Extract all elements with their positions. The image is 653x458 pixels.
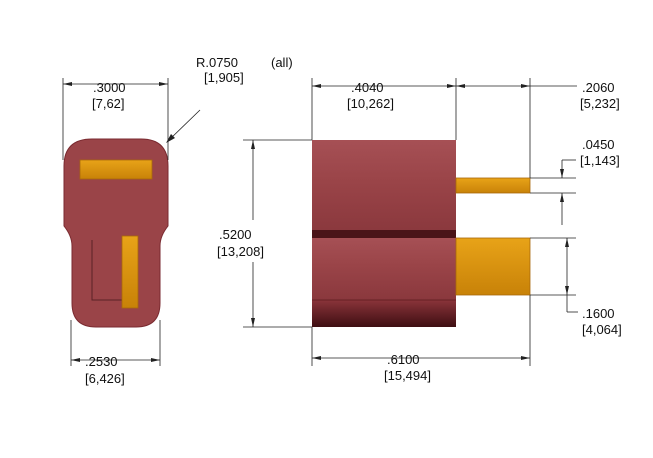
side-view-housing-upper (312, 140, 456, 233)
side-view-housing-base (312, 300, 456, 327)
dim-radius-mm: [1,905] (204, 70, 244, 85)
dim-radius-note: (all) (271, 55, 293, 70)
dimension-lines (62, 78, 578, 366)
front-view (63, 138, 169, 328)
dim-side-height-inch: .5200 (219, 227, 252, 242)
side-view (312, 140, 531, 327)
dim-front-width-bottom-mm: [6,426] (85, 371, 125, 386)
dim-side-height-mm: [13,208] (217, 244, 264, 259)
dim-overall-length-mm: [15,494] (384, 368, 431, 383)
dim-pin-thickness-mm: [1,143] (580, 153, 620, 168)
dim-side-length-body-mm: [10,262] (347, 96, 394, 111)
dim-side-length-body-inch: .4040 (351, 80, 384, 95)
side-view-housing-lower (312, 238, 456, 300)
front-view-housing (63, 138, 169, 328)
dim-front-width-top-inch: .3000 (93, 80, 126, 95)
dim-front-width-top-mm: [7,62] (92, 96, 125, 111)
dim-overall-length-inch: .6100 (387, 352, 420, 367)
front-view-inner-outline (91, 240, 122, 301)
dim-side-pin-length-inch: .2060 (582, 80, 615, 95)
dim-pin-width-mm: [4,064] (582, 322, 622, 337)
front-view-side-contact-slot (121, 235, 139, 309)
dim-pin-thickness-inch: .0450 (582, 137, 615, 152)
dim-front-width-bottom-inch: .2530 (85, 354, 118, 369)
side-view-seam (312, 230, 456, 238)
side-view-bottom-pin (455, 237, 531, 296)
dim-pin-width-inch: .1600 (582, 306, 615, 321)
dimension-labels: R.0750 (all) [1,905] .3000 [7,62] .4040 … (85, 55, 622, 386)
dim-side-pin-length-mm: [5,232] (580, 96, 620, 111)
dim-radius-inch: R.0750 (196, 55, 238, 70)
side-view-top-pin (455, 177, 531, 194)
front-view-top-contact-slot (79, 159, 153, 180)
